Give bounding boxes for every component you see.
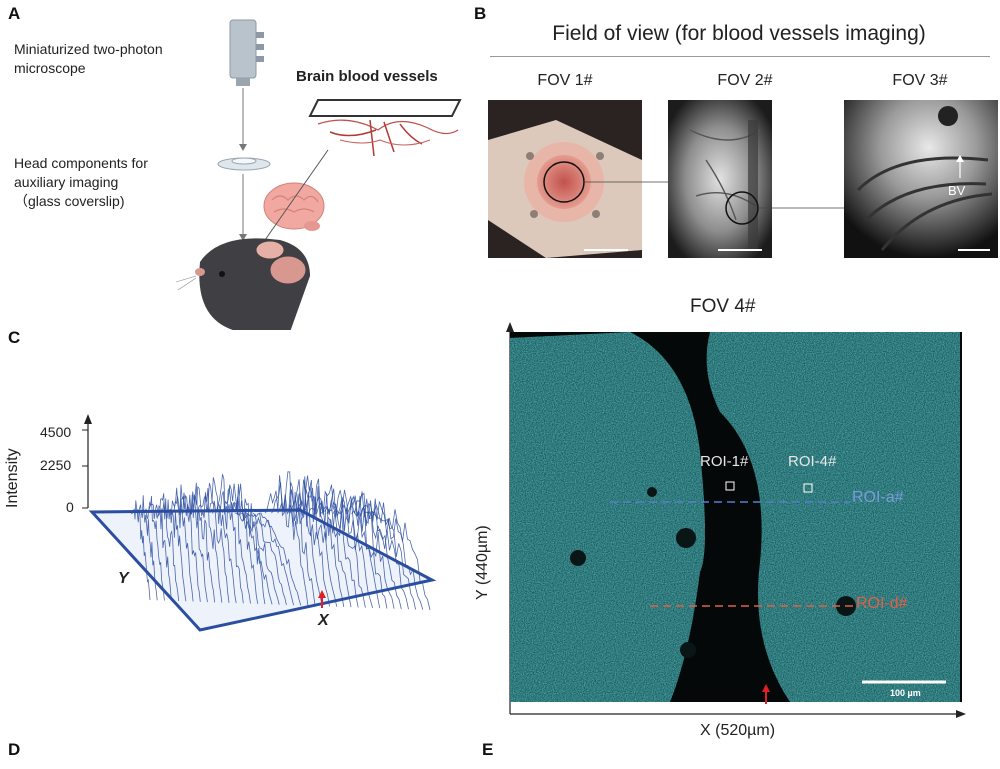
intensity-3d-plot (82, 414, 437, 632)
axis-x-label: X (318, 612, 329, 629)
intensity-ridge-line (141, 495, 165, 601)
intensity-ridge-line (357, 501, 416, 610)
coverslip-icon (217, 157, 271, 171)
intensity-ridges (129, 471, 431, 611)
intensity-ridge-line (160, 499, 187, 602)
intensity-ridge-line (351, 498, 409, 610)
tick-0: 0 (66, 499, 74, 515)
intensity-ridge-line (209, 474, 244, 604)
panel-letter-c: C (8, 328, 21, 347)
brain-icon (263, 182, 325, 231)
mouse-icon (175, 238, 310, 330)
fov4-image (506, 322, 966, 718)
tick-2250: 2250 (40, 457, 72, 473)
panel-letter-b: B (474, 4, 487, 23)
bv-label: BV (948, 183, 966, 198)
intensity-ridge-line (308, 495, 359, 608)
fov-images (488, 100, 998, 258)
intensity-ridge-line (277, 482, 323, 607)
intensity-ridge-line (326, 489, 381, 609)
intensity-ridge-line (129, 500, 151, 601)
microscope-label: Miniaturized two-photon microscope (14, 41, 163, 76)
fov3-title: FOV 3# (892, 72, 948, 89)
intensity-ridge-line (197, 482, 230, 603)
intensity-ridge-line (259, 512, 302, 606)
intensity-ridge-line (172, 484, 201, 602)
brain-vessels-label: Brain blood vessels (296, 68, 438, 85)
fov2-title: FOV 2# (717, 72, 773, 89)
roi-1-label: ROI-1# (700, 453, 749, 470)
fov1-image (488, 100, 642, 258)
intensity-ridge-line (345, 492, 402, 610)
head-label-line3: （glass coverslip) (14, 193, 125, 209)
intensity-ridge-line (265, 475, 309, 606)
intensity-ridge-line (234, 512, 273, 605)
fov4-title: FOV 4# (690, 296, 756, 317)
head-label-line2: auxiliary imaging (14, 174, 119, 190)
header-divider (490, 56, 990, 57)
intensity-ridge-line (369, 509, 431, 611)
axis-y-label: Y (118, 570, 129, 587)
fov-header: Field of view (for blood vessels imaging… (552, 22, 926, 45)
roi-a-label: ROI-a# (852, 489, 904, 506)
fov3-image (844, 100, 998, 258)
intensity-ridge-line (320, 488, 373, 609)
intensity-ridge-line (301, 478, 352, 608)
panel-letter-d: D (8, 740, 21, 759)
intensity-ridge-line (185, 482, 215, 603)
scalebar-label: 100 µm (890, 688, 921, 698)
intensity-ridge-line (228, 483, 266, 605)
intensity-ridge-line (203, 477, 237, 604)
head-components-label: Head components for auxiliary imaging （g… (14, 154, 234, 211)
intensity-ridge-line (191, 485, 223, 603)
intensity-ridge-line (289, 475, 338, 607)
roi-4-box (803, 483, 813, 493)
intensity-ridge-line (154, 493, 180, 602)
roi-d-label: ROI-d# (856, 595, 908, 612)
intensity-ridge-line (246, 512, 287, 605)
intensity-ridge-line (166, 487, 194, 602)
tick-4500: 4500 (40, 424, 72, 440)
intensity-ridge-line (363, 502, 424, 610)
roi-4-label: ROI-4# (788, 453, 837, 470)
intensity-ridge-line (339, 491, 395, 609)
vessels-icon (308, 99, 462, 157)
intensity-ridge-line (271, 471, 316, 606)
fov4-x-label: X (520µm) (700, 722, 776, 739)
intensity-ridge-line (252, 512, 294, 606)
head-label-line1: Head components for (14, 155, 148, 171)
panel-a-illustration (175, 19, 462, 330)
panel-letter-e: E (482, 740, 494, 759)
intensity-ridge-line (332, 495, 388, 609)
panel-letter-a: A (8, 4, 21, 23)
intensity-ridge-line (135, 495, 158, 601)
microscope-icon (229, 19, 264, 86)
intensity-ridge-line (283, 476, 330, 607)
intensity-ridge-line (240, 512, 280, 605)
fov2-image (668, 100, 772, 258)
intensity-ridge-line (314, 484, 366, 608)
intensity-ridge-line (178, 492, 208, 603)
fov1-title: FOV 1# (537, 72, 593, 89)
intensity-ridge-line (215, 491, 251, 604)
roi-1-box (725, 481, 735, 491)
